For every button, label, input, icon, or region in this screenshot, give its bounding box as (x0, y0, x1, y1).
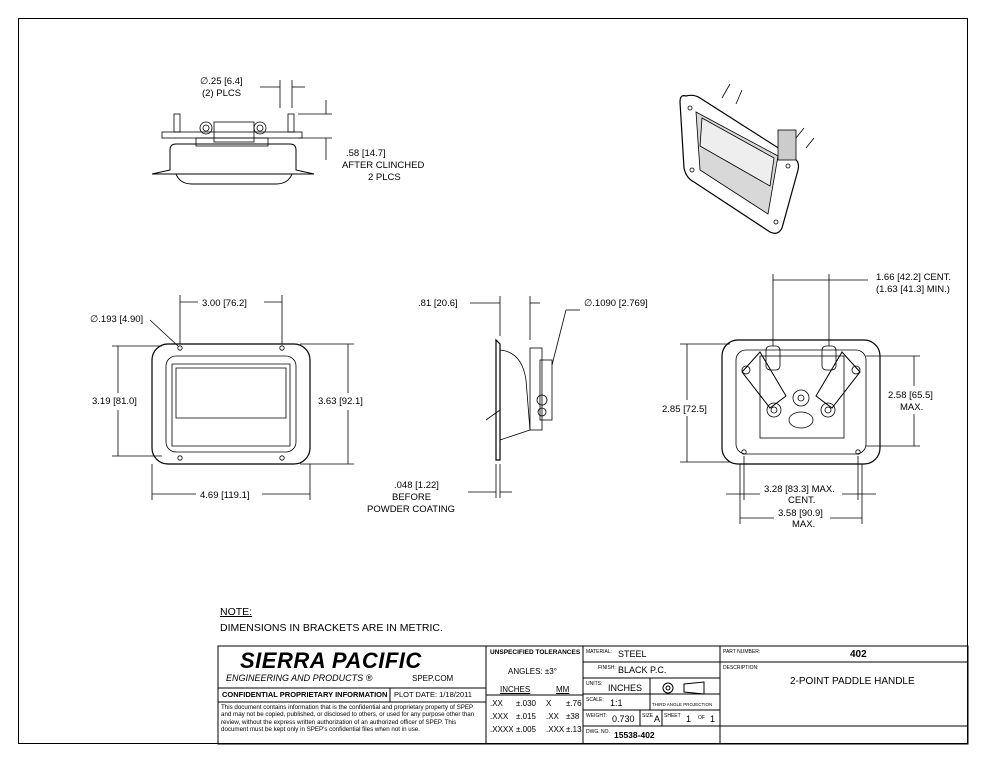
material-label: MATERIAL: (586, 649, 613, 655)
tolerances-title: UNSPECIFIED TOLERANCES (490, 649, 581, 656)
tolerance-cell: .XXXX (490, 725, 514, 734)
part-number-label: PART NUMBER: (723, 649, 761, 655)
svg-text:∅.1090 [2.769]: ∅.1090 [2.769] (584, 298, 648, 309)
of-value: 1 (710, 714, 716, 724)
side-view (468, 296, 580, 498)
scale-value: 1:1 (610, 698, 623, 708)
inches-head: INCHES (500, 685, 531, 694)
title-block-grid (217, 645, 969, 745)
confidential-text: This document contains information that … (221, 704, 475, 734)
size-value: A (654, 714, 661, 724)
svg-text:3.00 [76.2]: 3.00 [76.2] (202, 298, 247, 309)
svg-text:1.66 [42.2] CENT.: 1.66 [42.2] CENT. (876, 272, 951, 283)
tolerance-cell: ±.015 (516, 712, 536, 721)
svg-text:3.19 [81.0]: 3.19 [81.0] (92, 396, 137, 407)
note-text: DIMENSIONS IN BRACKETS ARE IN METRIC. (220, 622, 443, 634)
sheet-value: 1 (686, 714, 692, 724)
description-value: 2-POINT PADDLE HANDLE (790, 676, 915, 687)
tolerance-cell: .XXX (490, 712, 509, 721)
svg-text:CENT.: CENT. (788, 495, 815, 506)
material-value: STEEL (618, 649, 647, 659)
finish-value: BLACK P.C. (618, 665, 667, 675)
svg-text:MAX.: MAX. (792, 519, 815, 530)
company-subtitle: ENGINEERING AND PRODUCTS ® (226, 673, 373, 683)
angles-tolerance: ANGLES: ±3° (508, 667, 557, 676)
tolerance-cell: .XXX (546, 725, 565, 734)
tolerance-cell: ±.13 (566, 725, 582, 734)
company-logo: SIERRA PACIFIC (240, 648, 422, 673)
svg-text:3.58 [90.9]: 3.58 [90.9] (778, 508, 823, 519)
units-value: INCHES (608, 683, 643, 693)
tolerance-cell: ±.005 (516, 725, 536, 734)
svg-text:.048 [1.22]: .048 [1.22] (394, 480, 439, 491)
top-view (151, 80, 332, 185)
scale-label: SCALE: (586, 697, 604, 703)
svg-text:POWDER COATING: POWDER COATING (367, 504, 455, 515)
part-number: 402 (850, 649, 867, 660)
note-heading: NOTE: (220, 606, 253, 618)
svg-text:(1.63 [41.3] MIN.): (1.63 [41.3] MIN.) (876, 284, 950, 295)
of-label: OF (698, 715, 705, 721)
sheet-label: SHEET (664, 713, 681, 719)
description-label: DESCRIPTION: (723, 665, 759, 671)
tolerance-cell: X (546, 699, 552, 708)
svg-text:3.63 [92.1]: 3.63 [92.1] (318, 396, 363, 407)
weight-value: 0.730 (612, 714, 635, 724)
svg-text:BEFORE: BEFORE (392, 492, 431, 503)
svg-text:∅.25 [6.4]: ∅.25 [6.4] (200, 76, 243, 87)
svg-text:2 PLCS: 2 PLCS (368, 172, 401, 183)
projection-label: THIRD ANGLE PROJECTION (652, 702, 713, 707)
svg-text:.81 [20.6]: .81 [20.6] (418, 298, 458, 309)
dwg-number: 15538-402 (614, 730, 655, 740)
rear-view (680, 274, 920, 524)
isometric-view (679, 83, 815, 234)
confidential-title: CONFIDENTIAL PROPRIETARY INFORMATION (222, 690, 388, 699)
svg-text:∅.193 [4.90]: ∅.193 [4.90] (90, 314, 143, 325)
svg-text:2.85 [72.5]: 2.85 [72.5] (662, 404, 707, 415)
size-label: SIZE (642, 713, 654, 719)
svg-text:AFTER CLINCHED: AFTER CLINCHED (342, 160, 424, 171)
svg-text:(2) PLCS: (2) PLCS (202, 88, 241, 99)
plot-date: PLOT DATE: 1/18/2011 (394, 690, 472, 699)
tolerance-cell: ±.030 (516, 699, 536, 708)
svg-text:.58 [14.7]: .58 [14.7] (346, 148, 386, 159)
svg-text:2.58 [65.5]: 2.58 [65.5] (888, 390, 933, 401)
front-view (112, 295, 354, 500)
weight-label: WEIGHT: (586, 713, 607, 719)
tolerance-cell: .XX (490, 699, 503, 708)
website-link[interactable]: SPEP.COM (412, 674, 454, 683)
tolerance-cell: ±38 (566, 712, 580, 721)
tolerance-cell: ±.76 (566, 699, 582, 708)
finish-label: FINISH: (598, 665, 616, 671)
dimension-labels: ∅.25 [6.4] (2) PLCS .58 [14.7] AFTER CLI… (90, 76, 951, 530)
mm-head: MM (556, 685, 570, 694)
svg-text:MAX.: MAX. (900, 402, 923, 413)
dwg-label: DWG. NO. (586, 729, 610, 735)
svg-text:3.28 [83.3] MAX.: 3.28 [83.3] MAX. (764, 484, 835, 495)
tolerance-cell: .XX (546, 712, 559, 721)
svg-text:4.69 [119.1]: 4.69 [119.1] (200, 490, 250, 501)
units-label: UNITS: (586, 681, 603, 687)
